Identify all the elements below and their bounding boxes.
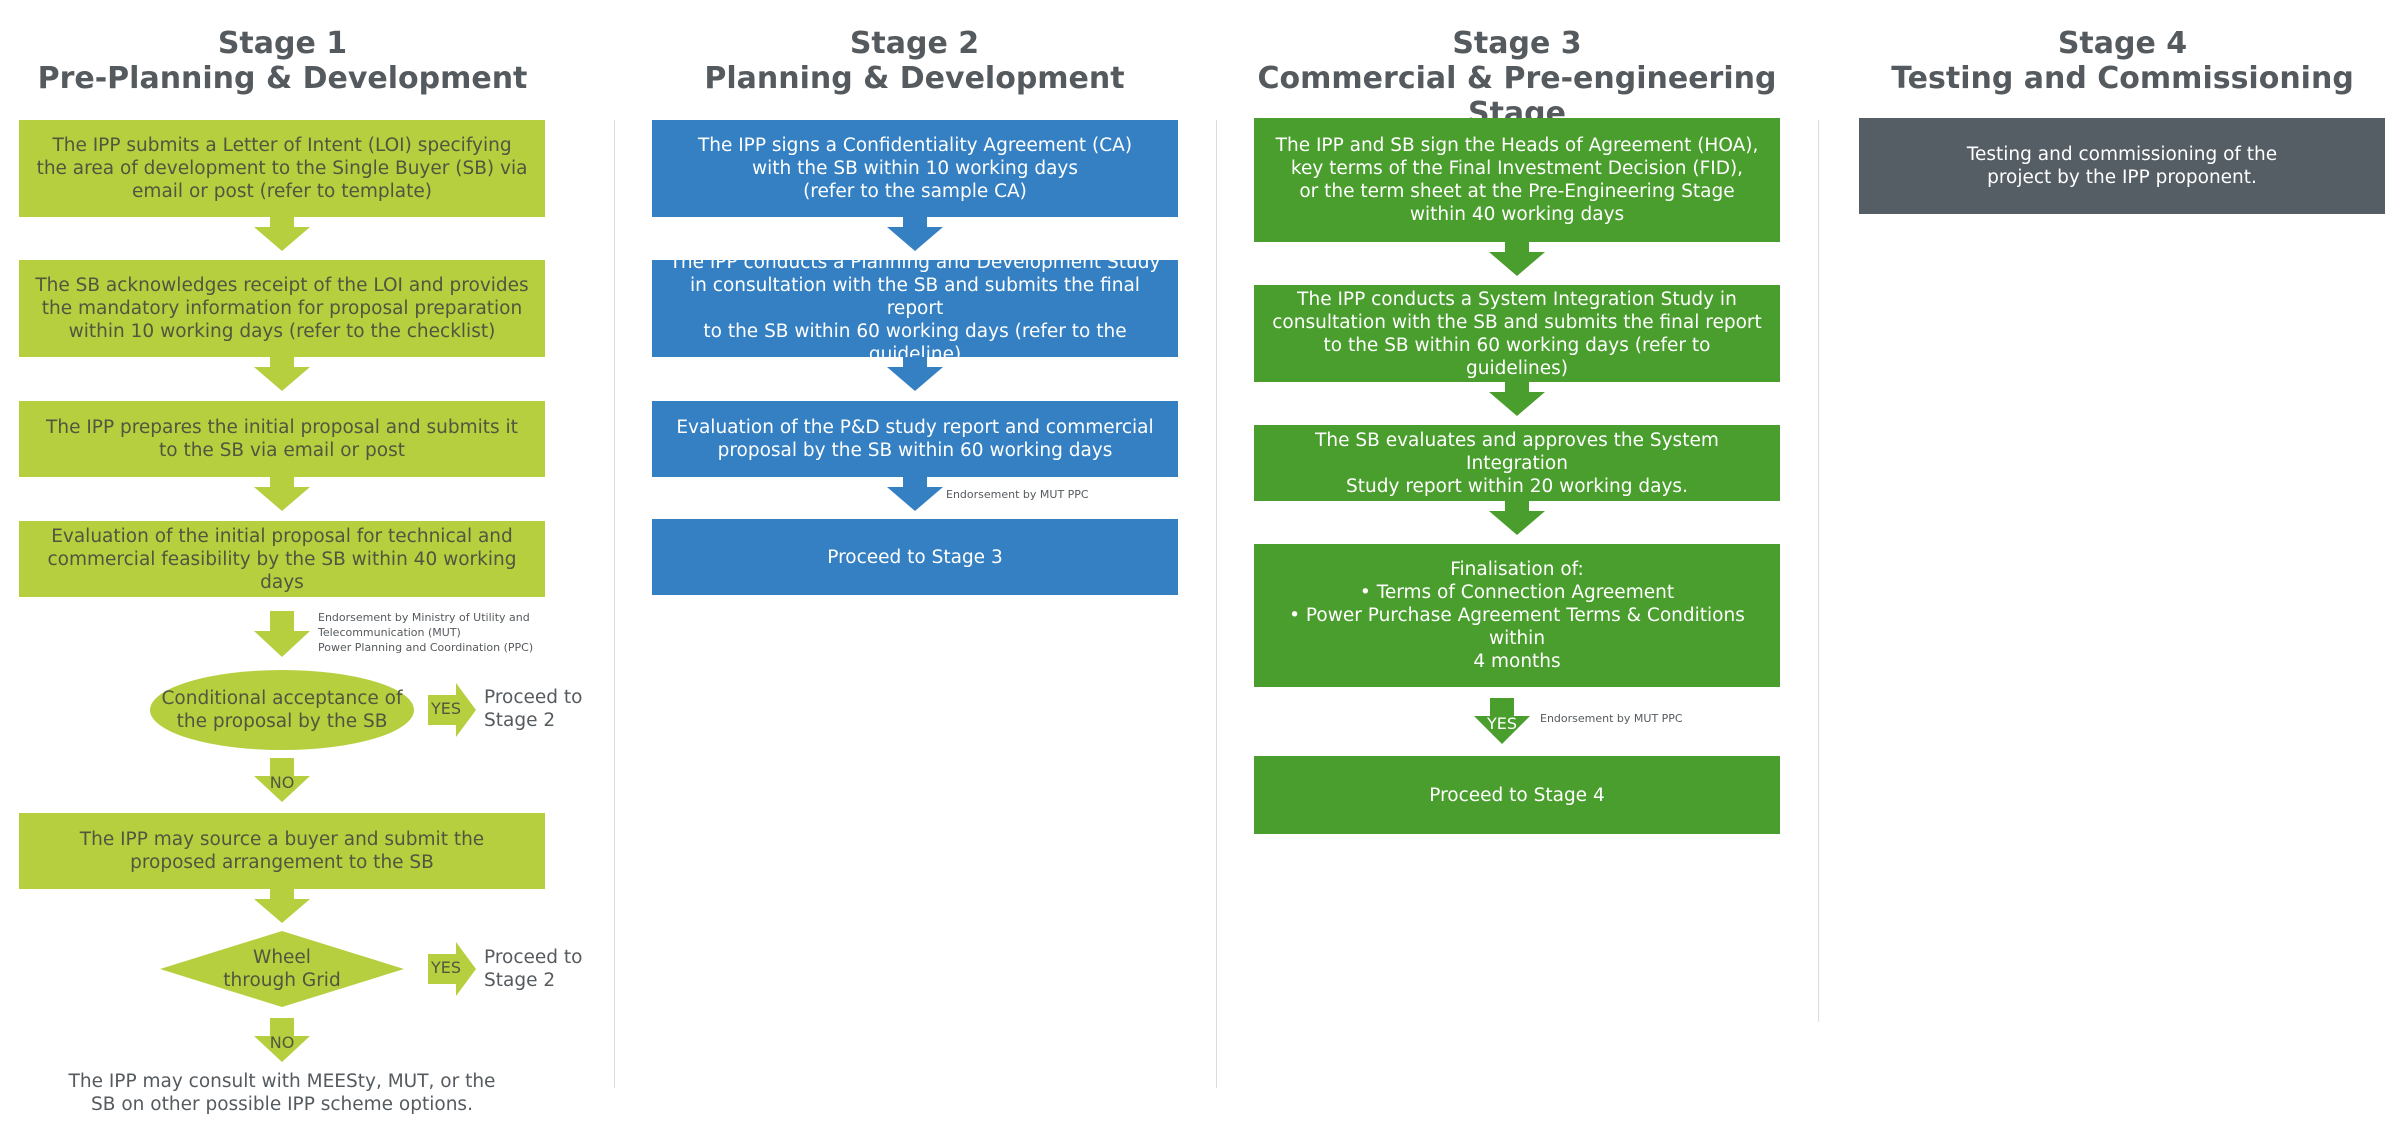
- stage1-yes-arrow-2: [428, 942, 476, 996]
- stage-4-number: Stage 4: [2057, 26, 2188, 61]
- stage1-yes-label-2: YES: [430, 958, 462, 977]
- stage1-arrow-4: [254, 611, 310, 657]
- stage2-arrow-1: [887, 217, 943, 251]
- stage-1-number: Stage 1: [217, 26, 348, 61]
- stage2-step-1: The IPP signs a Confidentiality Agreemen…: [652, 120, 1178, 217]
- stage1-no-arrow-2: [254, 1018, 310, 1062]
- stage1-step-1: The IPP submits a Letter of Intent (LOI)…: [19, 120, 545, 217]
- stage1-decision-wheel-shape: [160, 931, 404, 1007]
- stage1-decision-acceptance: Conditional acceptance of the proposal b…: [150, 670, 414, 750]
- stage1-step-5: The IPP may source a buyer and submit th…: [19, 813, 545, 889]
- stage4-step-1: Testing and commissioning of the project…: [1859, 118, 2385, 214]
- stage1-no-arrow-1: [254, 758, 310, 802]
- stage3-arrow-3: [1489, 501, 1545, 535]
- stage3-yes-arrow: [1474, 698, 1530, 744]
- stage1-arrow-3: [254, 477, 310, 511]
- stage1-arrow-1: [254, 217, 310, 251]
- stage-1-name: Pre-Planning & Development: [37, 61, 528, 96]
- stage2-endorsement-note: Endorsement by MUT PPC: [946, 488, 1089, 501]
- stage1-no-label-2: NO: [269, 1033, 295, 1052]
- stage-2-name: Planning & Development: [704, 61, 1125, 96]
- stage3-yes-label: YES: [1486, 714, 1518, 733]
- stage1-arrow-2: [254, 357, 310, 391]
- stage1-arrow-5: [254, 889, 310, 923]
- stage1-proceed-2: Proceed to Stage 2: [484, 947, 583, 991]
- stage-4-title: Stage 4 Testing and Commissioning: [1860, 26, 2385, 96]
- stage2-arrow-3: [887, 477, 943, 511]
- stage1-final-text: The IPP may consult with MEESty, MUT, or…: [68, 1071, 496, 1115]
- stage-3-title: Stage 3 Commercial & Pre-engineering Sta…: [1232, 26, 1802, 131]
- stage1-yes-arrow-1: [428, 683, 476, 737]
- stage2-arrow-2: [887, 357, 943, 391]
- stage1-yes-label-1: YES: [430, 699, 462, 718]
- stage1-step-2: The SB acknowledges receipt of the LOI a…: [19, 260, 545, 357]
- stage1-proceed-1: Proceed to Stage 2: [484, 687, 583, 731]
- stage3-step-5: Proceed to Stage 4: [1254, 756, 1780, 834]
- stage3-step-1: The IPP and SB sign the Heads of Agreeme…: [1254, 118, 1780, 242]
- stage-2-title: Stage 2 Planning & Development: [652, 26, 1177, 96]
- stage-1-title: Stage 1 Pre-Planning & Development: [20, 26, 545, 96]
- stage1-step-4: Evaluation of the initial proposal for t…: [19, 521, 545, 597]
- stage2-step-4: Proceed to Stage 3: [652, 519, 1178, 595]
- stage-3-name: Commercial & Pre-engineering Stage: [1257, 61, 1777, 131]
- stage1-no-label-1: NO: [269, 773, 295, 792]
- stage3-step-4: Finalisation of: • Terms of Connection A…: [1254, 544, 1780, 687]
- stage3-arrow-1: [1489, 242, 1545, 276]
- stage1-endorsement-note: Endorsement by Ministry of Utility and T…: [318, 611, 534, 654]
- stage2-step-3: Evaluation of the P&D study report and c…: [652, 401, 1178, 477]
- stage2-step-2: The IPP conducts a Planning and Developm…: [652, 252, 1178, 365]
- divider-1: [614, 120, 615, 1088]
- stage-2-number: Stage 2: [849, 26, 980, 61]
- stage3-endorsement-note: Endorsement by MUT PPC: [1540, 712, 1683, 725]
- stage1-decision-wheel: Wheel through Grid: [223, 947, 341, 991]
- stage3-step-3: The SB evaluates and approves the System…: [1254, 425, 1780, 501]
- stage3-arrow-2: [1489, 382, 1545, 416]
- divider-2: [1216, 120, 1217, 1088]
- stage-3-number: Stage 3: [1452, 26, 1582, 61]
- divider-3: [1818, 120, 1819, 1022]
- stage3-step-2: The IPP conducts a System Integration St…: [1254, 285, 1780, 382]
- stage-4-name: Testing and Commissioning: [1891, 61, 2354, 96]
- stage1-step-3: The IPP prepares the initial proposal an…: [19, 401, 545, 477]
